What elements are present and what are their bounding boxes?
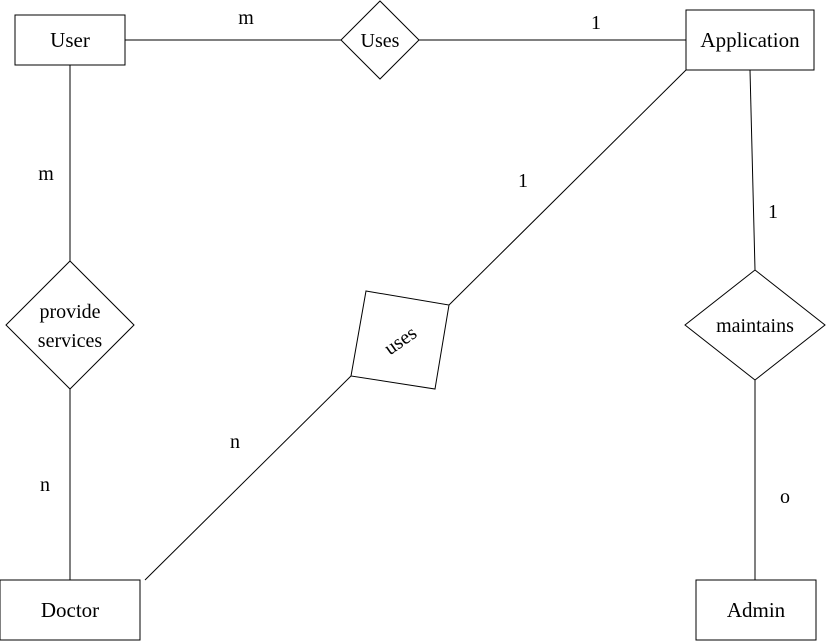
entity-admin-label: Admin: [727, 598, 786, 622]
relationship-uses-top-label: Uses: [361, 30, 400, 52]
cardinality-usesmid-doctor: n: [230, 431, 240, 453]
relationship-uses-top[interactable]: Uses: [340, 0, 420, 80]
connectors: [69, 39, 756, 581]
entity-user-label: User: [50, 28, 90, 52]
line-usesmid-doctor: [144, 375, 352, 581]
entity-doctor-box: [0, 579, 141, 641]
relationship-maintains[interactable]: maintains: [684, 269, 826, 381]
relationship-maintains-diamond: [684, 269, 826, 381]
entity-admin-box: [695, 579, 817, 641]
entity-doctor-label: Doctor: [41, 598, 99, 622]
cardinality-user-uses: m: [238, 7, 254, 29]
entity-application-box: [685, 9, 815, 71]
cardinality-user-provide: m: [38, 163, 54, 185]
cardinality-provide-doctor: n: [40, 474, 50, 496]
relationship-provide-services-line1: provide: [39, 301, 100, 323]
relationship-provide-services[interactable]: provide services: [5, 260, 135, 390]
relationship-provide-services-line2: services: [38, 330, 103, 352]
relationship-uses-mid[interactable]: uses: [350, 290, 450, 390]
cardinality-application-maintains: 1: [768, 201, 778, 223]
line-application-usesmid: [448, 69, 687, 306]
cardinality-maintains-admin: o: [780, 486, 790, 508]
line-application-maintains: [749, 69, 756, 271]
entity-user-box: [14, 14, 126, 66]
entity-user[interactable]: User: [14, 14, 126, 66]
cardinalities: m 1 m n 1 n 1 o: [38, 7, 790, 508]
relationship-maintains-label: maintains: [716, 315, 794, 337]
entity-application-label: Application: [700, 28, 800, 52]
entity-doctor[interactable]: Doctor: [0, 579, 141, 641]
relationship-uses-top-diamond: [340, 0, 420, 80]
relationship-uses-mid-diamond: [350, 290, 450, 390]
cardinality-uses-application: 1: [591, 12, 601, 34]
cardinality-application-usesmid: 1: [518, 170, 528, 192]
entity-admin[interactable]: Admin: [695, 579, 817, 641]
relationship-provide-services-diamond: [5, 260, 135, 390]
entity-application[interactable]: Application: [685, 9, 815, 71]
